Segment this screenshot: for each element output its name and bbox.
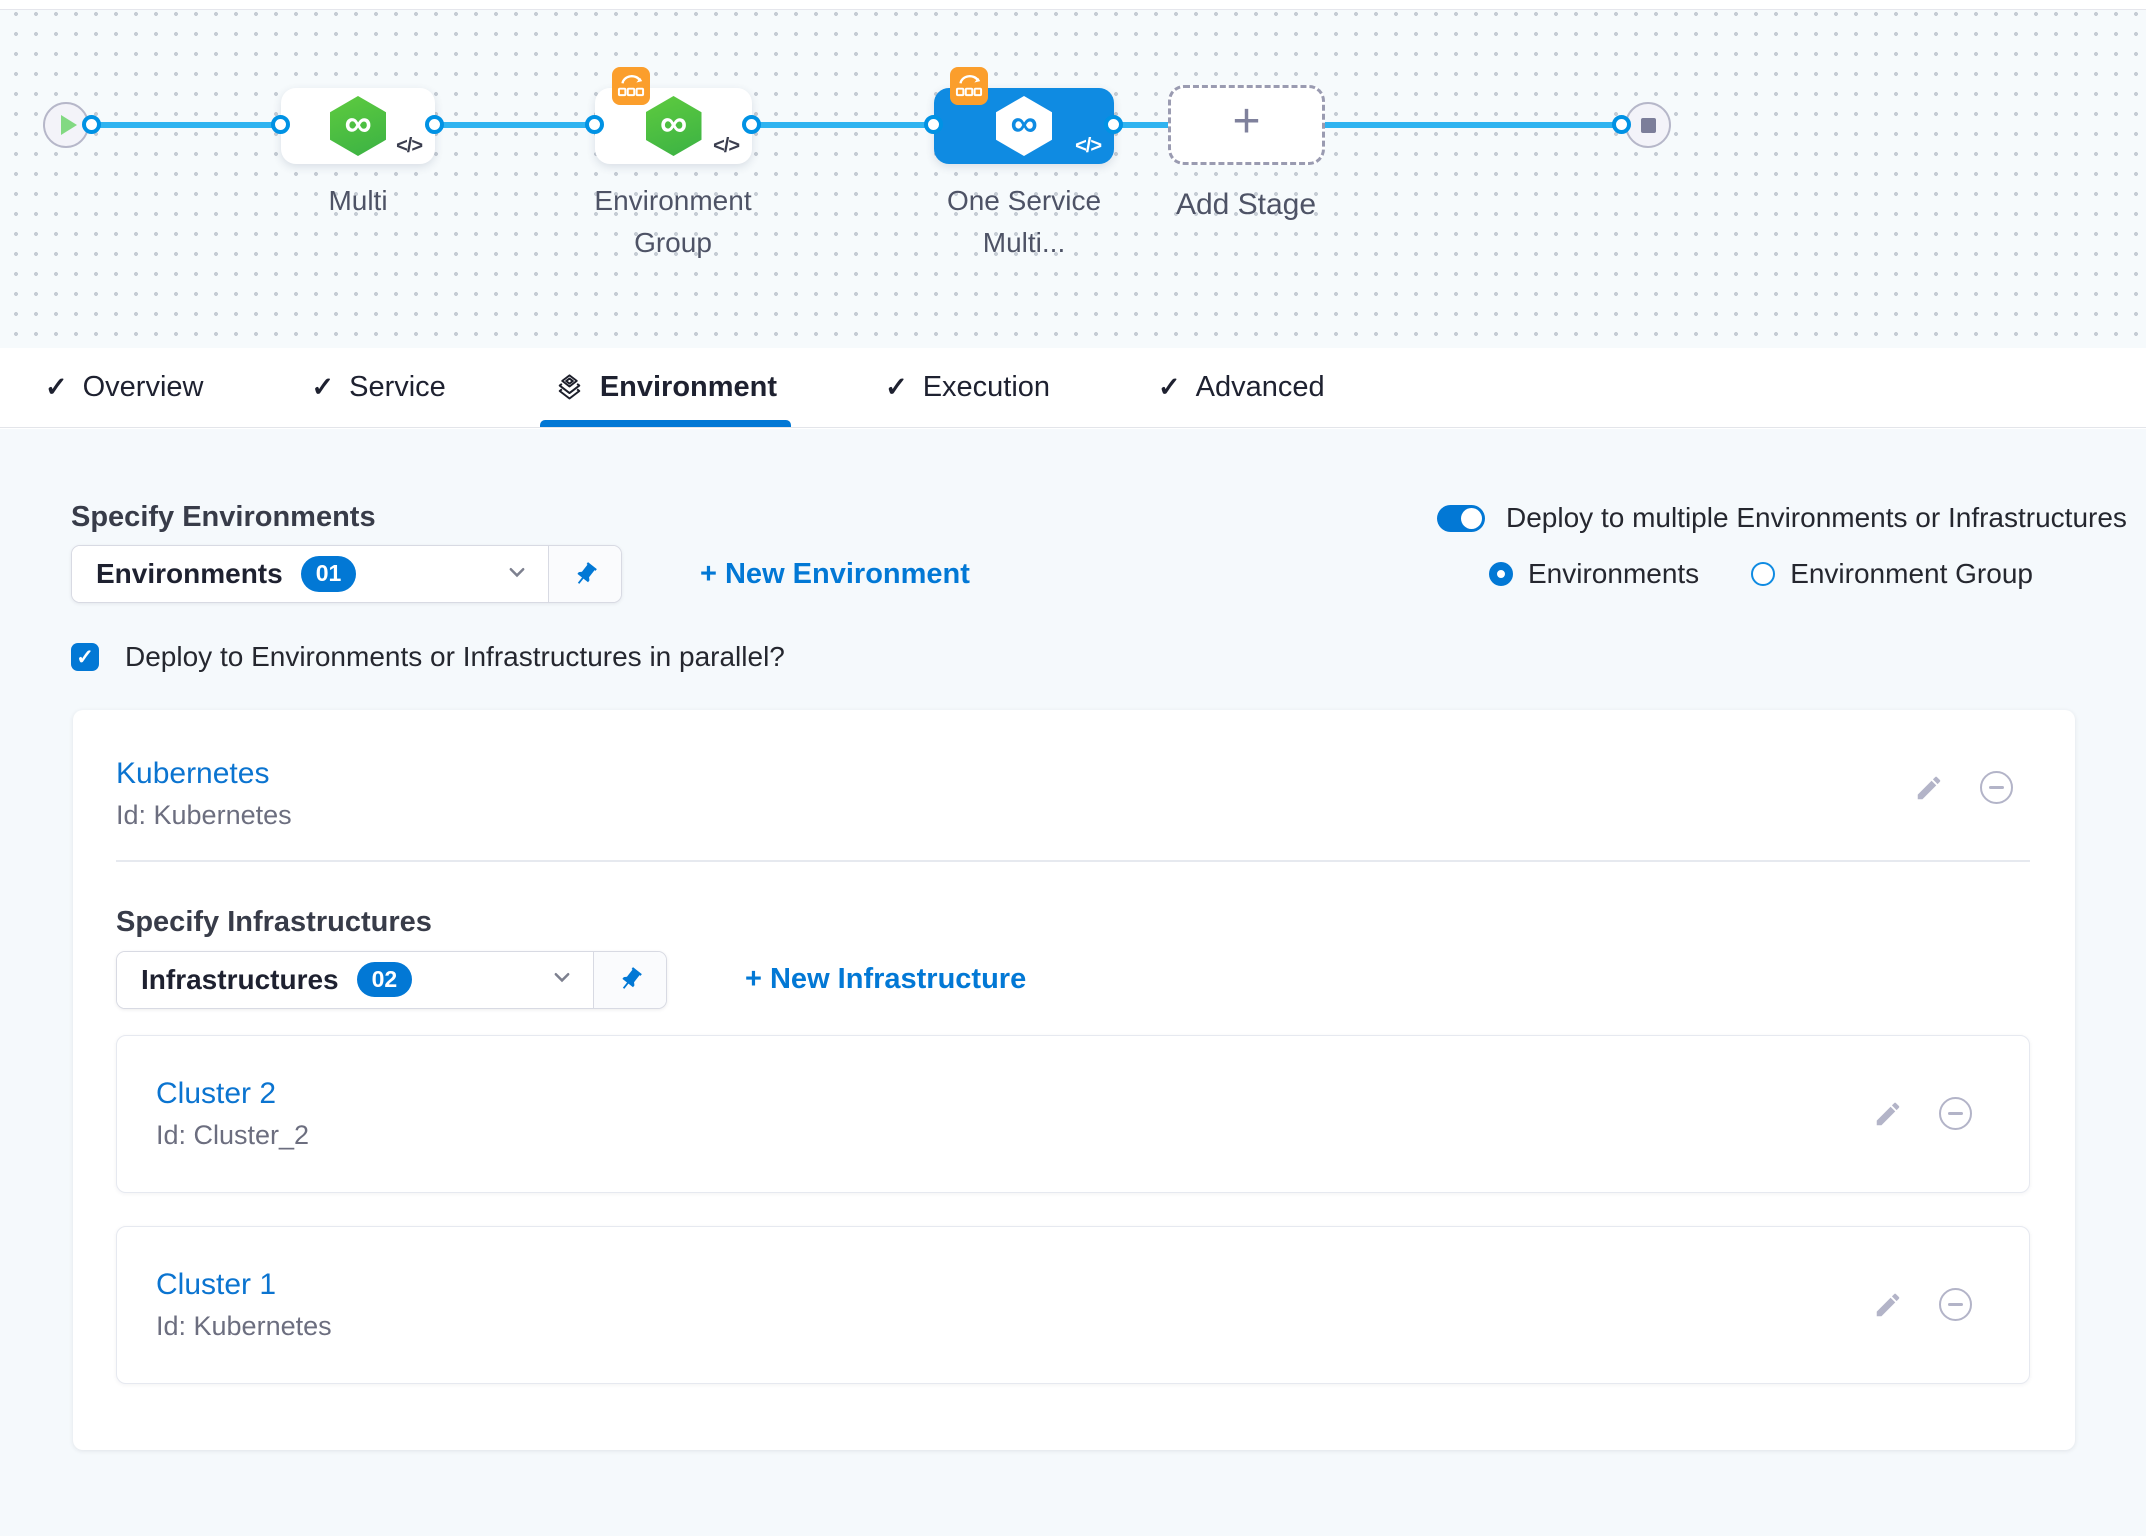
pin-icon xyxy=(611,961,649,999)
new-infrastructure-link[interactable]: + New Infrastructure xyxy=(745,963,1026,996)
radio-environments[interactable]: Environments xyxy=(1489,558,1699,590)
rolling-deploy-badge-icon xyxy=(612,67,650,105)
harness-logo-icon: ∞ xyxy=(646,96,702,156)
parallel-deploy-checkbox[interactable]: ✓ xyxy=(71,643,99,671)
remove-icon xyxy=(1939,1097,1972,1130)
infrastructure-card: Cluster 1 Id: Kubernetes xyxy=(116,1226,2030,1384)
new-environment-link[interactable]: + New Environment xyxy=(700,558,970,591)
tab-execution[interactable]: ✓ Execution xyxy=(885,348,1050,427)
connector-port xyxy=(585,115,604,134)
top-divider xyxy=(0,0,2146,10)
tab-service[interactable]: ✓ Service xyxy=(311,348,445,427)
environment-id: Id: Kubernetes xyxy=(116,800,292,831)
connector-port xyxy=(1612,115,1631,134)
radio-selected-icon xyxy=(1489,562,1513,586)
play-icon xyxy=(61,115,77,135)
chevron-down-icon xyxy=(551,966,573,993)
card-divider xyxy=(116,860,2030,862)
edit-icon xyxy=(1873,1290,1903,1320)
infrastructure-id: Id: Kubernetes xyxy=(156,1311,332,1342)
edit-infrastructure-button[interactable] xyxy=(1873,1099,1903,1129)
dropdown-label: Infrastructures xyxy=(141,964,339,996)
pipeline-canvas[interactable]: ∞ </> Multi ∞ </> Environment Group ∞ </… xyxy=(0,10,2146,348)
stage-label-one-service-multi: One Service Multi... xyxy=(914,180,1134,264)
remove-icon xyxy=(1980,771,2013,804)
infrastructure-card: Cluster 2 Id: Cluster_2 xyxy=(116,1035,2030,1193)
infrastructure-id: Id: Cluster_2 xyxy=(156,1120,309,1151)
remove-infrastructure-button[interactable] xyxy=(1939,1097,1972,1130)
parallel-deploy-label: Deploy to Environments or Infrastructure… xyxy=(125,641,785,673)
infrastructures-dropdown[interactable]: Infrastructures 02 xyxy=(116,951,667,1009)
stage-connector-line xyxy=(435,122,595,128)
rolling-deploy-badge-icon xyxy=(950,67,988,105)
environment-options: Deploy to multiple Environments or Infra… xyxy=(1437,502,2127,590)
multi-env-toggle[interactable] xyxy=(1437,505,1485,532)
connector-port xyxy=(1104,115,1123,134)
stage-connector-line xyxy=(752,122,934,128)
edit-infrastructure-button[interactable] xyxy=(1873,1290,1903,1320)
tab-label: Service xyxy=(349,371,446,404)
connector-port xyxy=(924,115,943,134)
environment-card: Kubernetes Id: Kubernetes Specify Infras… xyxy=(73,710,2075,1450)
remove-icon xyxy=(1939,1288,1972,1321)
check-icon: ✓ xyxy=(76,645,94,670)
infrastructure-name-link[interactable]: Cluster 1 xyxy=(156,1268,332,1302)
stage-label-environment-group: Environment Group xyxy=(563,180,783,264)
pipeline-end-node[interactable] xyxy=(1625,102,1671,148)
check-icon: ✓ xyxy=(885,372,908,403)
add-stage-button[interactable]: + xyxy=(1168,85,1325,165)
pin-button[interactable] xyxy=(548,546,621,602)
edit-icon xyxy=(1914,773,1944,803)
specify-infrastructures-heading: Specify Infrastructures xyxy=(116,906,2030,939)
chevron-down-icon xyxy=(506,561,528,588)
stage-label-multi: Multi xyxy=(248,180,468,222)
tab-label: Overview xyxy=(83,371,204,404)
check-icon: ✓ xyxy=(1158,372,1181,403)
remove-environment-button[interactable] xyxy=(1980,771,2013,804)
radio-unselected-icon xyxy=(1751,562,1775,586)
stage-node-multi[interactable]: ∞ </> xyxy=(281,88,435,164)
radio-environment-group[interactable]: Environment Group xyxy=(1751,558,2033,590)
connector-port xyxy=(425,115,444,134)
tab-label: Execution xyxy=(923,371,1050,404)
environment-name-link[interactable]: Kubernetes xyxy=(116,757,292,791)
pin-icon xyxy=(566,555,604,593)
tab-label: Advanced xyxy=(1196,371,1325,404)
code-glyph: </> xyxy=(713,135,739,158)
environment-tab-panel: Specify Environments Environments 01 + N… xyxy=(0,429,2146,1536)
count-badge: 02 xyxy=(357,962,413,998)
code-glyph: </> xyxy=(1075,135,1101,158)
tab-environment[interactable]: Environment xyxy=(554,348,777,427)
plus-icon: + xyxy=(1232,98,1260,146)
check-icon: ✓ xyxy=(45,372,68,403)
code-glyph: </> xyxy=(396,135,422,158)
pin-button[interactable] xyxy=(593,952,666,1008)
connector-port xyxy=(271,115,290,134)
edit-icon xyxy=(1873,1099,1903,1129)
environment-tab-icon xyxy=(554,372,585,403)
stage-tabs-bar: ✓ Overview ✓ Service Environment ✓ Execu… xyxy=(0,348,2146,428)
connector-port xyxy=(82,115,101,134)
check-icon: ✓ xyxy=(311,372,334,403)
stage-connector-line xyxy=(92,122,281,128)
harness-logo-icon: ∞ xyxy=(996,96,1052,156)
specify-environments-heading: Specify Environments xyxy=(71,501,376,534)
harness-logo-icon: ∞ xyxy=(330,96,386,156)
stop-icon xyxy=(1641,118,1656,133)
count-badge: 01 xyxy=(301,556,357,592)
environments-dropdown[interactable]: Environments 01 xyxy=(71,545,622,603)
tab-advanced[interactable]: ✓ Advanced xyxy=(1158,348,1325,427)
dropdown-label: Environments xyxy=(96,558,283,590)
infrastructure-name-link[interactable]: Cluster 2 xyxy=(156,1077,309,1111)
tab-overview[interactable]: ✓ Overview xyxy=(45,348,203,427)
multi-env-toggle-label: Deploy to multiple Environments or Infra… xyxy=(1506,502,2127,534)
connector-port xyxy=(742,115,761,134)
tab-label: Environment xyxy=(600,371,777,404)
edit-environment-button[interactable] xyxy=(1914,773,1944,803)
remove-infrastructure-button[interactable] xyxy=(1939,1288,1972,1321)
add-stage-label: Add Stage xyxy=(1136,182,1356,227)
